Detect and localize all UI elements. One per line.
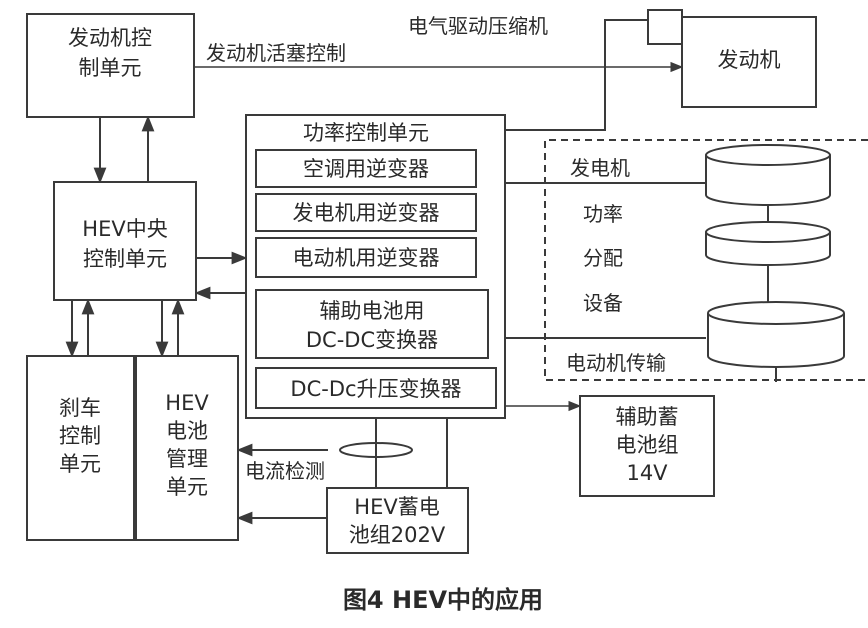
bms-label-1: HEV [165, 391, 209, 415]
aux-battery-box: 辅助蓄 电池组 14V [579, 395, 715, 497]
engine-ecu-box: 发动机控 制单元 [26, 13, 195, 118]
bms-box: HEV 电池 管理 单元 [135, 355, 239, 541]
brake-label-2: 控制 [59, 424, 101, 448]
central-label-1: HEV中央 [82, 217, 167, 241]
bms-label-4: 单元 [166, 475, 208, 499]
boost-label: DC-Dc升压变换器 [290, 377, 461, 401]
power-split-boundary [544, 139, 868, 381]
split-cylinder [705, 221, 831, 266]
central-ecu-box: HEV中央 控制单元 [53, 181, 197, 301]
aux-battery-label-3: 14V [626, 461, 668, 485]
hv-battery-box: HEV蓄电 池组202V [326, 487, 469, 554]
generator-cylinder [705, 144, 831, 206]
pcu-box: 功率控制单元 空调用逆变器 发电机用逆变器 电动机用逆变器 辅助电池用 DC-D… [245, 114, 506, 419]
compressor-label: 电气驱动压缩机 [408, 14, 548, 38]
aux-dcdc-label-1: 辅助电池用 [320, 299, 425, 323]
engine-label: 发动机 [718, 48, 781, 72]
power-split-label-2: 分配 [583, 246, 623, 270]
brake-label-3: 单元 [59, 452, 101, 476]
brake-ecu-box: 刹车 控制 单元 [26, 355, 135, 541]
hv-battery-label-1: HEV蓄电 [354, 495, 439, 519]
power-split-label-1: 功率 [583, 202, 623, 226]
central-label-2: 控制单元 [83, 247, 167, 271]
figure-caption: 图4 HEV中的应用 [343, 586, 543, 614]
generator-label: 发电机 [570, 156, 630, 180]
motor-inverter-label: 电动机用逆变器 [293, 246, 440, 270]
motor-transmission-label: 电动机传输 [566, 351, 666, 375]
motor-cylinder [707, 301, 845, 368]
ac-inverter-label: 空调用逆变器 [303, 157, 429, 181]
aux-battery-label-1: 辅助蓄 [616, 405, 679, 429]
gen-inverter-label: 发电机用逆变器 [293, 201, 440, 225]
engine-box: 发动机 [647, 9, 817, 108]
connections [65, 19, 777, 525]
brake-label-1: 刹车 [59, 396, 101, 420]
bms-label-3: 管理 [166, 447, 208, 471]
piston-control-label: 发动机活塞控制 [206, 41, 346, 65]
engine-ecu-label-1: 发动机控 [68, 26, 152, 50]
bms-label-2: 电池 [166, 419, 208, 443]
pcu-title: 功率控制单元 [303, 121, 429, 145]
engine-ecu-label-2: 制单元 [79, 56, 142, 80]
aux-battery-label-2: 电池组 [616, 433, 679, 457]
aux-dcdc-label-2: DC-DC变换器 [306, 328, 438, 352]
power-split-label-3: 设备 [583, 291, 623, 315]
hv-battery-label-2: 池组202V [349, 523, 446, 547]
current-detect-label: 电流检测 [245, 459, 325, 483]
